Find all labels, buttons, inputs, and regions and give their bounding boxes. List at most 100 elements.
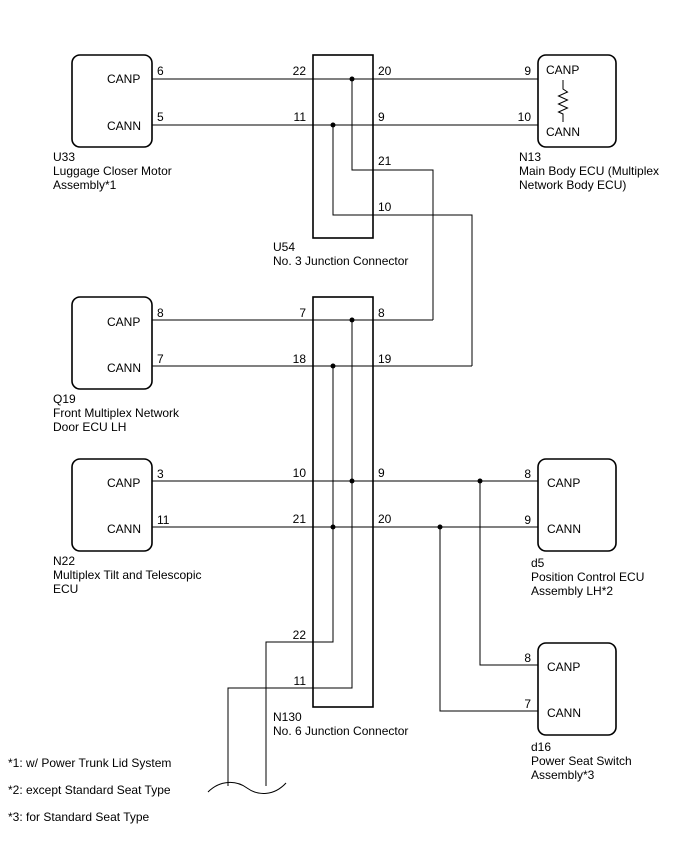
component-name-line: Multiplex Tilt and Telescopic bbox=[53, 568, 202, 582]
component-name-line: Assembly*3 bbox=[531, 768, 595, 782]
ecu-box bbox=[537, 642, 617, 736]
component-d16: CANP CANN 8 7 d16 Power Seat Switch Asse… bbox=[524, 642, 632, 782]
splice-dot bbox=[349, 76, 355, 82]
component-code: N130 bbox=[273, 710, 302, 724]
ecu-box bbox=[71, 54, 153, 148]
wire-n130-cann-bus-to-pin22 bbox=[265, 366, 334, 786]
component-code: d16 bbox=[531, 740, 551, 754]
wire-branch-to-d16-cann bbox=[439, 527, 538, 712]
component-n22: CANP CANN 3 11 N22 Multiplex Tilt and Te… bbox=[53, 458, 202, 596]
component-name-line: Power Seat Switch bbox=[531, 754, 632, 768]
pin-number: 11 bbox=[157, 513, 170, 527]
splice-dot bbox=[330, 122, 336, 128]
component-name-line: No. 6 Junction Connector bbox=[273, 724, 408, 738]
junction-connector-body bbox=[312, 296, 374, 708]
junction-connector-u54: 22 11 20 9 21 10 U54 No. 3 Junction Conn… bbox=[273, 54, 408, 268]
component-code: U54 bbox=[273, 240, 295, 254]
splice-dots bbox=[330, 76, 483, 530]
splice-dot bbox=[437, 524, 443, 530]
pin-number: 11 bbox=[294, 674, 307, 688]
component-code: d5 bbox=[531, 556, 545, 570]
pin-number: 22 bbox=[293, 64, 307, 78]
component-d5: CANP CANN 8 9 d5 Position Control ECU As… bbox=[524, 458, 644, 598]
footnotes: *1: w/ Power Trunk Lid System *2: except… bbox=[8, 756, 171, 824]
terminal-label-canp: CANP bbox=[546, 63, 579, 77]
component-name-line: Main Body ECU (Multiplex bbox=[519, 164, 659, 178]
pin-number: 3 bbox=[157, 467, 164, 481]
pin-number: 9 bbox=[524, 513, 531, 527]
component-n13: CANP CANN 9 10 N13 Main Body ECU (Multip… bbox=[518, 54, 659, 192]
pin-number: 10 bbox=[293, 466, 307, 480]
component-name-line: Network Body ECU) bbox=[519, 178, 626, 192]
pin-number: 20 bbox=[378, 512, 392, 526]
terminal-label-canp: CANP bbox=[107, 315, 140, 329]
pin-number: 10 bbox=[518, 110, 532, 124]
component-code: U33 bbox=[53, 150, 75, 164]
pin-number: 10 bbox=[378, 200, 392, 214]
ecu-box bbox=[71, 296, 153, 390]
pin-number: 18 bbox=[293, 352, 307, 366]
pin-number: 22 bbox=[293, 628, 307, 642]
splice-dot bbox=[330, 363, 336, 369]
splice-dot bbox=[349, 317, 355, 323]
component-name-line: Position Control ECU bbox=[531, 570, 644, 584]
pin-number: 8 bbox=[524, 467, 531, 481]
ecu-box bbox=[537, 54, 617, 148]
resistor-icon bbox=[557, 80, 569, 122]
pin-number: 5 bbox=[157, 110, 164, 124]
pin-number: 9 bbox=[524, 64, 531, 78]
terminal-label-canp: CANP bbox=[107, 72, 140, 86]
pin-number: 21 bbox=[378, 154, 392, 168]
wire-n130-canp-bus-to-pin11 bbox=[227, 320, 353, 786]
component-name-line: ECU bbox=[53, 582, 78, 596]
pin-number: 9 bbox=[378, 466, 385, 480]
pin-number: 8 bbox=[157, 306, 164, 320]
component-name-line: Luggage Closer Motor bbox=[53, 164, 172, 178]
terminal-label-cann: CANN bbox=[107, 119, 141, 133]
ecu-box bbox=[537, 458, 617, 552]
footnote: *3: for Standard Seat Type bbox=[8, 810, 150, 824]
harness-break-icon bbox=[207, 782, 287, 794]
splice-dot bbox=[349, 478, 355, 484]
pin-number: 9 bbox=[378, 110, 385, 124]
junction-connector-n130: 7 18 10 21 22 11 8 19 9 20 N130 No. 6 Ju… bbox=[273, 296, 408, 738]
terminal-label-cann: CANN bbox=[547, 706, 581, 720]
component-name-line: Assembly*1 bbox=[53, 178, 117, 192]
terminal-label-canp: CANP bbox=[547, 476, 580, 490]
component-name-line: Door ECU LH bbox=[53, 420, 126, 434]
junction-connector-body bbox=[312, 54, 374, 239]
pin-number: 20 bbox=[378, 64, 392, 78]
pin-number: 19 bbox=[378, 352, 392, 366]
pin-number: 8 bbox=[524, 651, 531, 665]
terminal-label-cann: CANN bbox=[107, 522, 141, 536]
component-code: N22 bbox=[53, 554, 75, 568]
wire-u54-pin10-to-n130-pin19 bbox=[332, 125, 473, 366]
component-code: Q19 bbox=[53, 392, 76, 406]
splice-dot bbox=[477, 478, 483, 484]
wires bbox=[152, 78, 538, 794]
pin-number: 7 bbox=[157, 352, 164, 366]
pin-number: 8 bbox=[378, 306, 385, 320]
wire-branch-to-d16-canp bbox=[479, 481, 538, 666]
pin-number: 6 bbox=[157, 64, 164, 78]
component-code: N13 bbox=[519, 150, 541, 164]
pin-number: 11 bbox=[294, 110, 307, 124]
component-u33: CANP CANN 6 5 U33 Luggage Closer Motor A… bbox=[53, 54, 172, 192]
footnote: *1: w/ Power Trunk Lid System bbox=[8, 756, 171, 770]
footnote: *2: except Standard Seat Type bbox=[8, 783, 171, 797]
component-name-line: Front Multiplex Network bbox=[53, 406, 180, 420]
pin-number: 7 bbox=[524, 697, 531, 711]
wire-u54-pin21-to-n130-pin8 bbox=[351, 79, 434, 320]
pin-number: 21 bbox=[293, 512, 307, 526]
terminal-label-cann: CANN bbox=[107, 361, 141, 375]
pin-number: 7 bbox=[299, 306, 306, 320]
terminal-label-canp: CANP bbox=[547, 660, 580, 674]
component-q19: CANP CANN 8 7 Q19 Front Multiplex Networ… bbox=[53, 296, 180, 434]
splice-dot bbox=[330, 524, 336, 530]
ecu-box bbox=[71, 458, 153, 552]
terminal-label-canp: CANP bbox=[107, 476, 140, 490]
component-name-line: Assembly LH*2 bbox=[531, 584, 613, 598]
component-name-line: No. 3 Junction Connector bbox=[273, 254, 408, 268]
terminal-label-cann: CANN bbox=[546, 125, 580, 139]
